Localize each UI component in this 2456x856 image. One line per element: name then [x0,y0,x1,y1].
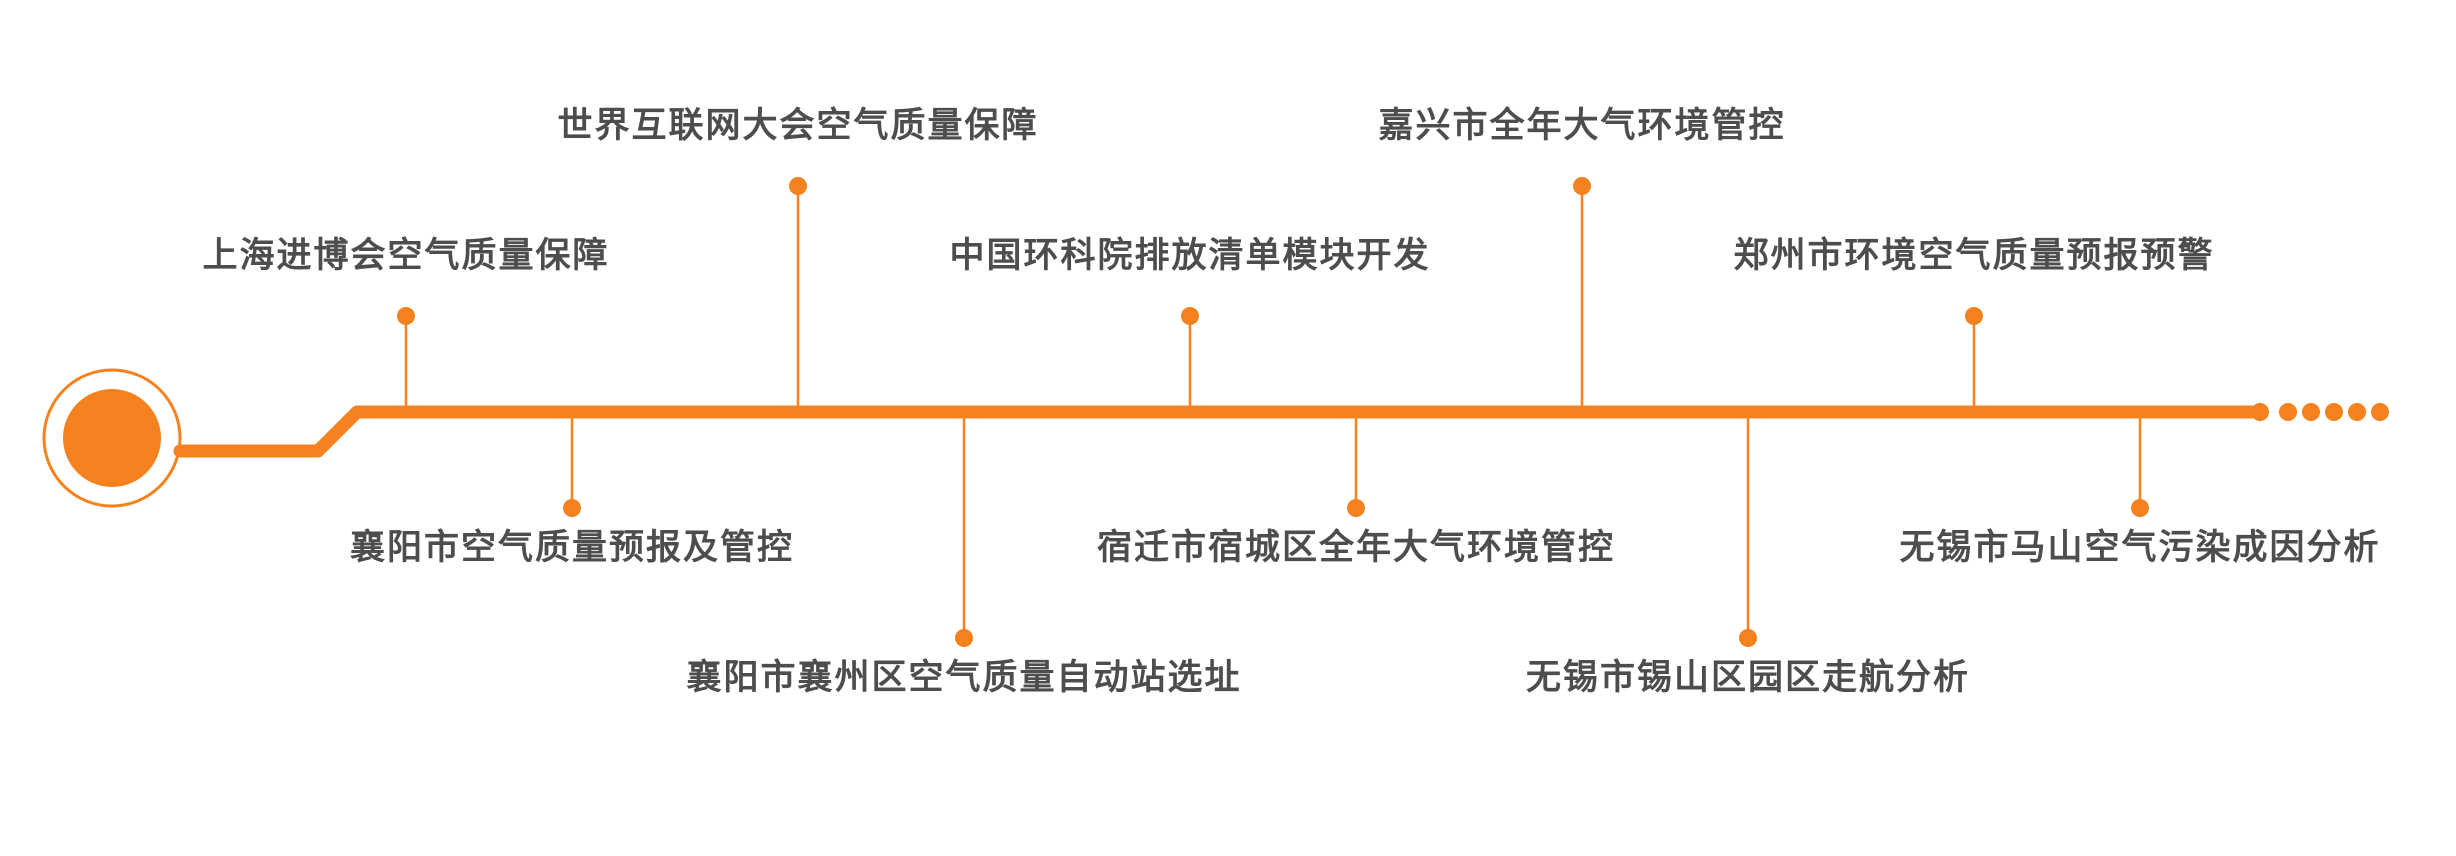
continuation-dot [2325,403,2343,421]
top-item-label: 世界互联网大会空气质量保障 [557,106,1039,146]
bottom-item-label: 无锡市马山空气污染成因分析 [1899,528,2381,568]
timeline-markers [397,177,2149,647]
bottom-item-label: 宿迁市宿城区全年大气环境管控 [1096,528,1616,568]
bottom-item-dot [563,499,581,517]
top-item-dot [789,177,807,195]
continuation-dot [2251,403,2269,421]
top-item-dot [1181,307,1199,325]
top-item-label: 上海进博会空气质量保障 [202,236,610,276]
top-item-dot [1573,177,1591,195]
continuation-dot [2371,403,2389,421]
main-timeline-line [173,405,2267,458]
bottom-item-dot [1739,629,1757,647]
top-item-label: 郑州市环境空气质量预报预警 [1733,236,2215,276]
top-item-label: 嘉兴市全年大气环境管控 [1378,106,1786,146]
start-node-ring [42,368,182,508]
bottom-item-dot [955,629,973,647]
bottom-item-label: 无锡市锡山区园区走航分析 [1525,658,1971,698]
continuation-dot [2279,403,2297,421]
bottom-item-dot [1347,499,1365,517]
continuation-dot [2348,403,2366,421]
top-item-dot [1965,307,1983,325]
top-item-dot [397,307,415,325]
start-node-core [63,389,161,487]
timeline-continuation-dots [2251,403,2389,421]
bottom-item-label: 襄阳市襄州区空气质量自动站选址 [686,658,1242,698]
top-item-label: 中国环科院排放清单模块开发 [949,236,1431,276]
bottom-item-label: 襄阳市空气质量预报及管控 [349,528,795,568]
bottom-item-dot [2131,499,2149,517]
continuation-dot [2302,403,2320,421]
